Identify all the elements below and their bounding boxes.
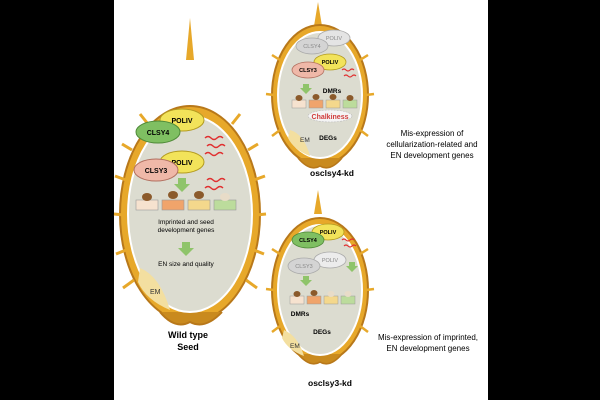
seed-stem [297, 157, 343, 169]
gene-row [135, 191, 237, 211]
sirna-squiggles [341, 238, 357, 248]
clsy4-label: CLSY4 [147, 130, 170, 137]
en-text: EN size and quality [158, 261, 214, 268]
clsy3-kd-label: osclsy3-kd [308, 378, 352, 388]
clsy4-label: CLSY4 [299, 238, 318, 244]
clsy3-protein [291, 61, 325, 79]
embryo [282, 330, 304, 356]
clsy3-label: CLSY3 [145, 168, 168, 175]
degs-label: DEGs [313, 329, 331, 336]
clsy4-kd-desc-1: Mis-expression of [401, 129, 464, 138]
seed-stem [159, 311, 223, 326]
clsy4-kd-label: osclsy4-kd [310, 168, 354, 178]
arrow-down-icon-2 [178, 242, 194, 256]
chalkiness-patch [307, 109, 353, 123]
clsy3-protein [133, 158, 179, 182]
awn-tip [186, 18, 194, 60]
husk-hairs [265, 247, 375, 333]
degs-label: DEGs [319, 135, 337, 142]
arrow-down-icon [174, 178, 190, 192]
seed-stem [297, 353, 343, 365]
awn-tip [314, 2, 322, 26]
genes-text-1: Imprinted and seed [158, 219, 214, 226]
clsy3-faded [287, 257, 321, 275]
genes-text-2: development genes [158, 227, 215, 234]
clsy4-faded-label: CLSY4 [303, 44, 320, 50]
clsy3-label: CLSY3 [299, 68, 317, 74]
poliv-faded-label: POLIV [326, 36, 343, 42]
embryo [288, 130, 310, 156]
em-label: EM [300, 137, 310, 144]
clsy3-kd-desc-2: EN development genes [386, 344, 469, 353]
clsy4-kd-seed: EM POLIV CLSY4 POLIV CLSY3 DMRs Chalkine… [265, 2, 375, 169]
clsy4-kd-desc-2: cellularization-related and [386, 140, 477, 149]
poliv-label-2: POLIV [171, 160, 192, 167]
clsy4-protein [291, 231, 325, 249]
wild-type-seed: EM POLIV CLSY4 POLIV CLSY3 [113, 18, 267, 326]
dmrs-label: DMRs [291, 311, 310, 318]
clsy4-faded [295, 37, 329, 55]
clsy3-faded-label: CLSY3 [295, 264, 312, 270]
clsy4-kd-desc-3: EN development genes [390, 151, 473, 160]
clsy3-kd-desc-1: Mis-expression of imprinted, [378, 333, 478, 342]
poliv-label: POLIV [171, 118, 192, 125]
arrow-down-icon [300, 84, 312, 94]
wild-type-label-1: Wild type [168, 330, 208, 340]
sirna-squiggles [204, 135, 226, 191]
husk-hairs [113, 113, 267, 290]
gene-row [291, 94, 358, 109]
chalkiness-label: Chalkiness [312, 114, 349, 121]
dmrs-label: DMRs [323, 88, 342, 95]
embryo [138, 268, 170, 310]
clsy3-kd-seed: EM POLIV CLSY4 POLIV CLSY3 DMRs DEGs [265, 190, 375, 365]
gene-row [289, 290, 356, 305]
awn-tip [314, 190, 322, 214]
poliv-label: POLIV [320, 230, 337, 236]
em-label: EM [290, 343, 300, 350]
husk-hairs [265, 53, 375, 137]
em-label: EM [150, 289, 161, 296]
arrow-down-icon-2 [346, 262, 358, 272]
clsy4-protein [135, 120, 181, 144]
arrow-down-icon [300, 276, 312, 286]
sirna-squiggles [341, 68, 357, 78]
poliv-faded-label: POLIV [322, 258, 339, 264]
wild-type-label-2: Seed [177, 342, 199, 352]
poliv-label: POLIV [322, 60, 339, 66]
